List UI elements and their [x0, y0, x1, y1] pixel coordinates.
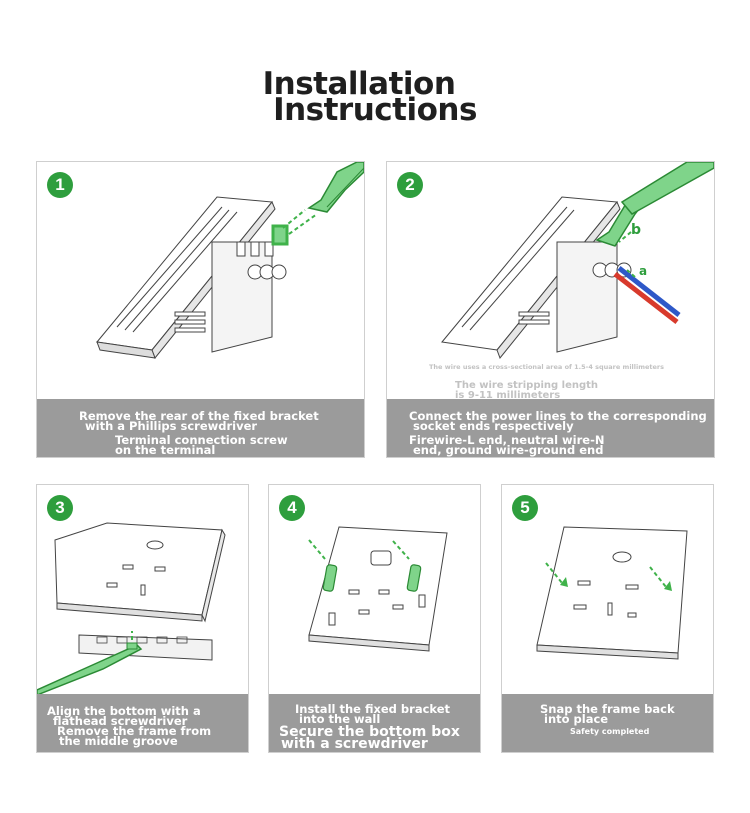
step-3-caption: Align the bottom with a flathead screwdr… — [37, 694, 248, 752]
step-3-caption-line-4: the middle groove — [59, 734, 178, 748]
step-5-panel: 5 Snap the frame back into place Safety … — [501, 484, 714, 753]
step-2-diagram-note: The wire uses a cross-sectional area of … — [429, 363, 664, 371]
step-2-label-b: b — [631, 222, 641, 238]
title-line-1: Installation — [262, 66, 456, 102]
step-2-caption-line-2: socket ends respectively — [413, 419, 574, 433]
step-5-caption-line-3: Safety completed — [570, 727, 650, 736]
step-4-caption-line-2: into the wall — [299, 712, 381, 726]
step-1-caption: Remove the rear of the fixed bracket wit… — [37, 399, 364, 457]
step-1-illustration — [96, 162, 364, 359]
step-3-caption-line-3: Remove the frame from — [57, 724, 212, 738]
step-5-caption-line-1: Snap the frame back — [540, 702, 675, 716]
step-5-badge: 5 — [512, 495, 538, 521]
step-1-caption-line-1: Remove the rear of the fixed bracket — [79, 409, 319, 423]
step-2-caption: Connect the power lines to the correspon… — [387, 399, 714, 457]
step-2-caption-line-4: end, ground wire-ground end — [413, 443, 604, 457]
step-2-caption-line-1: Connect the power lines to the correspon… — [409, 409, 707, 423]
step-5-caption: Snap the frame back into place Safety co… — [502, 694, 713, 752]
step-2-strip-line-2: is 9-11 millimeters — [455, 390, 561, 401]
step-1-caption-line-3: Terminal connection screw — [115, 433, 288, 447]
step-5-caption-line-2: into place — [544, 712, 609, 726]
step-1-caption-line-2: with a Phillips screwdriver — [85, 419, 258, 433]
title-line-2: Instructions — [273, 92, 477, 128]
step-3-caption-line-2: flathead screwdriver — [53, 714, 188, 728]
step-2-panel: a b 2 The wire uses a cross-sectional ar… — [386, 161, 715, 458]
step-4-badge: 4 — [279, 495, 305, 521]
step-3-panel: 3 Align the bottom with a flathead screw… — [36, 484, 249, 753]
step-3-caption-line-1: Align the bottom with a — [47, 704, 201, 718]
step-2-caption-line-3: Firewire-L end, neutral wire-N — [409, 433, 605, 447]
step-3-illustration — [37, 522, 226, 695]
step-4-caption-line-3: Secure the bottom box — [279, 724, 460, 740]
step-4-caption: Install the fixed bracket into the wall … — [269, 694, 480, 752]
step-1-caption-line-4: on the terminal — [115, 443, 216, 457]
step-2-badge: 2 — [397, 172, 423, 198]
step-5-illustration — [536, 526, 688, 660]
step-3-badge: 3 — [47, 495, 73, 521]
step-4-caption-line-1: Install the fixed bracket — [295, 702, 451, 716]
step-4-panel: 4 Install the fixed bracket into the wal… — [268, 484, 481, 753]
step-2-label-a: a — [639, 264, 647, 278]
step-1-panel: 1 Remove the rear of the fixed bracket w… — [36, 161, 365, 458]
step-1-badge: 1 — [47, 172, 73, 198]
step-2-illustration: a b — [441, 162, 714, 359]
step-4-caption-line-4: with a screwdriver — [281, 736, 428, 752]
step-4-illustration — [308, 526, 448, 652]
step-2-strip-line-1: The wire stripping length — [455, 380, 599, 391]
